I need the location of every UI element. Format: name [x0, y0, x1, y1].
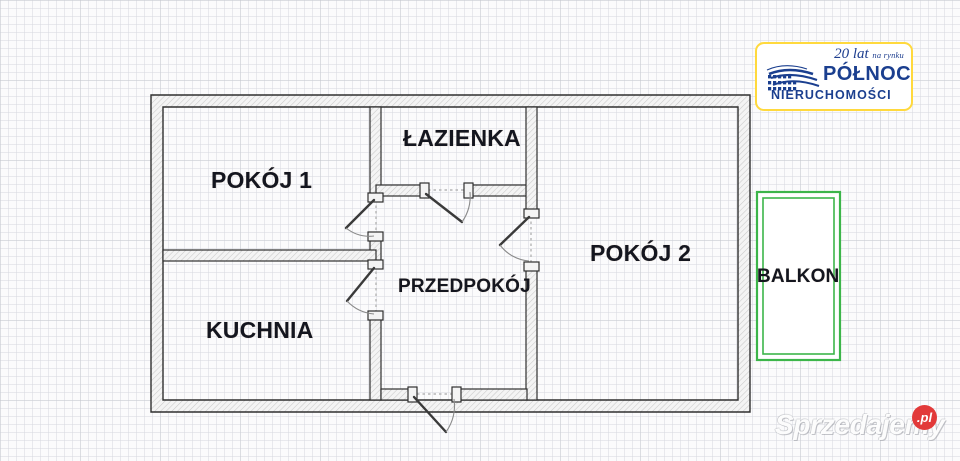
door-kuchnia — [345, 266, 376, 315]
room-label-lazienka: ŁAZIENKA — [403, 125, 521, 151]
room-label-kuchnia: KUCHNIA — [206, 317, 314, 343]
room-label-pokoj-2: POKÓJ 2 — [590, 240, 692, 266]
logo-tagline-number: 20 lat — [834, 46, 869, 62]
door-swings — [344, 191, 531, 434]
room-label-balkon: BALKON — [757, 266, 840, 287]
wall-between-pokoj1-kuchnia — [162, 249, 377, 262]
door-pokoj-2 — [498, 215, 531, 262]
wall-entry-right — [456, 388, 528, 401]
logo-company-name: PÓŁNOC — [823, 63, 911, 85]
room-label-przedpokoj: PRZEDPOKÓJ — [398, 276, 531, 297]
logo-tagline-suffix: na rynku — [872, 50, 904, 60]
watermark-badge: .pl — [912, 405, 937, 430]
door-lazienka — [424, 191, 471, 224]
wall-bath-left-upper — [369, 106, 382, 198]
door-pokoj-1 — [344, 198, 376, 237]
balcony-outline — [755, 190, 842, 362]
room-label-pokoj-1: POKÓJ 1 — [211, 167, 313, 193]
polnoc-nieruchomosci-logo: 20 lat na rynku — [755, 42, 913, 111]
door-entrance — [412, 395, 455, 434]
exterior-wall-ring — [150, 94, 751, 413]
door-jambs — [367, 182, 540, 403]
building-icon — [766, 65, 820, 91]
logo-tagline: 20 lat na rynku — [834, 46, 904, 63]
door-thresholds — [375, 189, 532, 395]
exterior-walls — [150, 94, 751, 413]
wall-hall-left-lower — [369, 317, 382, 401]
logo-company-subtitle: NIERUCHOMOŚCI — [771, 88, 892, 102]
wall-bath-bottom-right — [469, 184, 533, 197]
wall-hall-right-upper — [525, 106, 538, 213]
